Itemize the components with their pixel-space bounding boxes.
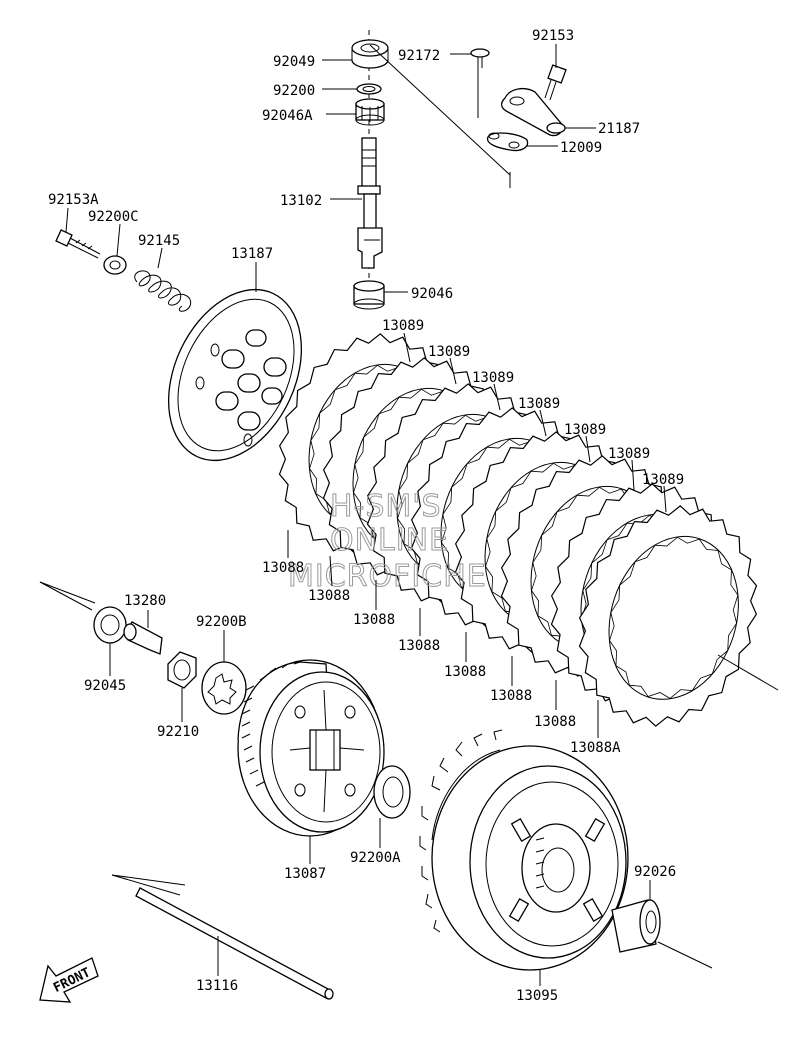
label-92045: 92045 — [84, 678, 126, 694]
label-92046A: 92046A — [262, 108, 313, 124]
release-shaft-group — [351, 30, 567, 310]
label-13089-5: 13089 — [564, 422, 606, 438]
label-92153: 92153 — [532, 28, 574, 44]
clutch-hub-13087 — [237, 659, 385, 837]
front-arrow-icon: FRONT — [39, 957, 99, 1003]
sleeve-92026 — [611, 899, 713, 969]
label-92026: 92026 — [634, 864, 676, 880]
label-13280: 13280 — [124, 593, 166, 609]
label-13088-6: 13088 — [490, 688, 532, 704]
push-rod-13280 — [123, 621, 163, 655]
bolt-92153 — [544, 64, 567, 101]
label-13088-1: 13088 — [262, 560, 304, 576]
label-12009: 12009 — [560, 140, 602, 156]
label-13089-3: 13089 — [472, 370, 514, 386]
label-13095: 13095 — [516, 988, 558, 1004]
label-13102: 13102 — [280, 193, 322, 209]
plate-12009 — [486, 132, 529, 152]
screw-92172 — [470, 48, 490, 68]
label-92200: 92200 — [273, 83, 315, 99]
label-13089-1: 13089 — [382, 318, 424, 334]
part-labels: 92049 92200 92046A 13102 92046 92172 921… — [48, 28, 684, 1004]
label-92049: 92049 — [273, 54, 315, 70]
label-21187: 21187 — [598, 121, 640, 137]
label-92200A: 92200A — [350, 850, 401, 866]
label-92200B: 92200B — [196, 614, 247, 630]
friction-plate-8 — [578, 505, 758, 727]
release-shaft-13102 — [357, 137, 383, 269]
watermark-line-2: ONLINE — [330, 523, 449, 558]
label-13089-4: 13089 — [518, 396, 560, 412]
ball-bearing-92045 — [93, 606, 127, 644]
label-92145: 92145 — [138, 233, 180, 249]
nut-92210 — [167, 651, 197, 689]
label-13187: 13187 — [231, 246, 273, 262]
needle-bearing-92046 — [353, 280, 385, 310]
watermark-line-3: MICROFICHE — [288, 559, 487, 594]
label-13088-3: 13088 — [353, 612, 395, 628]
label-92210: 92210 — [157, 724, 199, 740]
release-lever-21187 — [477, 68, 566, 137]
thrust-washer-92200A — [373, 765, 411, 819]
clutch-housing-13095 — [419, 729, 629, 971]
stack-axis-line — [717, 654, 779, 691]
clutch-spring-92145 — [134, 270, 192, 312]
label-13116: 13116 — [196, 978, 238, 994]
needle-bearing-92046A — [355, 98, 385, 126]
label-13087: 13087 — [284, 866, 326, 882]
watermark: H-SM'S ONLINE MICROFICHE — [288, 489, 487, 595]
label-13089-6: 13089 — [608, 446, 650, 462]
pressure-plate-group — [55, 229, 303, 462]
label-92046: 92046 — [411, 286, 453, 302]
label-13088-4: 13088 — [398, 638, 440, 654]
lock-washer-92200B — [201, 661, 247, 715]
label-13088A: 13088A — [570, 740, 621, 756]
watermark-line-1: H-SM'S — [330, 489, 442, 524]
oil-seal-92049 — [351, 39, 389, 69]
release-lever-group — [369, 44, 567, 188]
bolt-92153A — [55, 229, 101, 259]
label-13089-7: 13089 — [642, 472, 684, 488]
label-13089-2: 13089 — [428, 344, 470, 360]
label-13088-7: 13088 — [534, 714, 576, 730]
clutch-plate-stack — [278, 333, 758, 727]
push-rod-13116 — [111, 874, 334, 1000]
washer-92200C — [103, 255, 127, 275]
label-92200C: 92200C — [88, 209, 139, 225]
label-13088-2: 13088 — [308, 588, 350, 604]
washer-92200 — [356, 83, 382, 95]
pressure-plate-13187 — [167, 288, 303, 462]
label-92153A: 92153A — [48, 192, 99, 208]
leader-lines — [65, 44, 667, 986]
lower-left-group — [39, 581, 247, 715]
label-13088-5: 13088 — [444, 664, 486, 680]
label-92172: 92172 — [398, 48, 440, 64]
